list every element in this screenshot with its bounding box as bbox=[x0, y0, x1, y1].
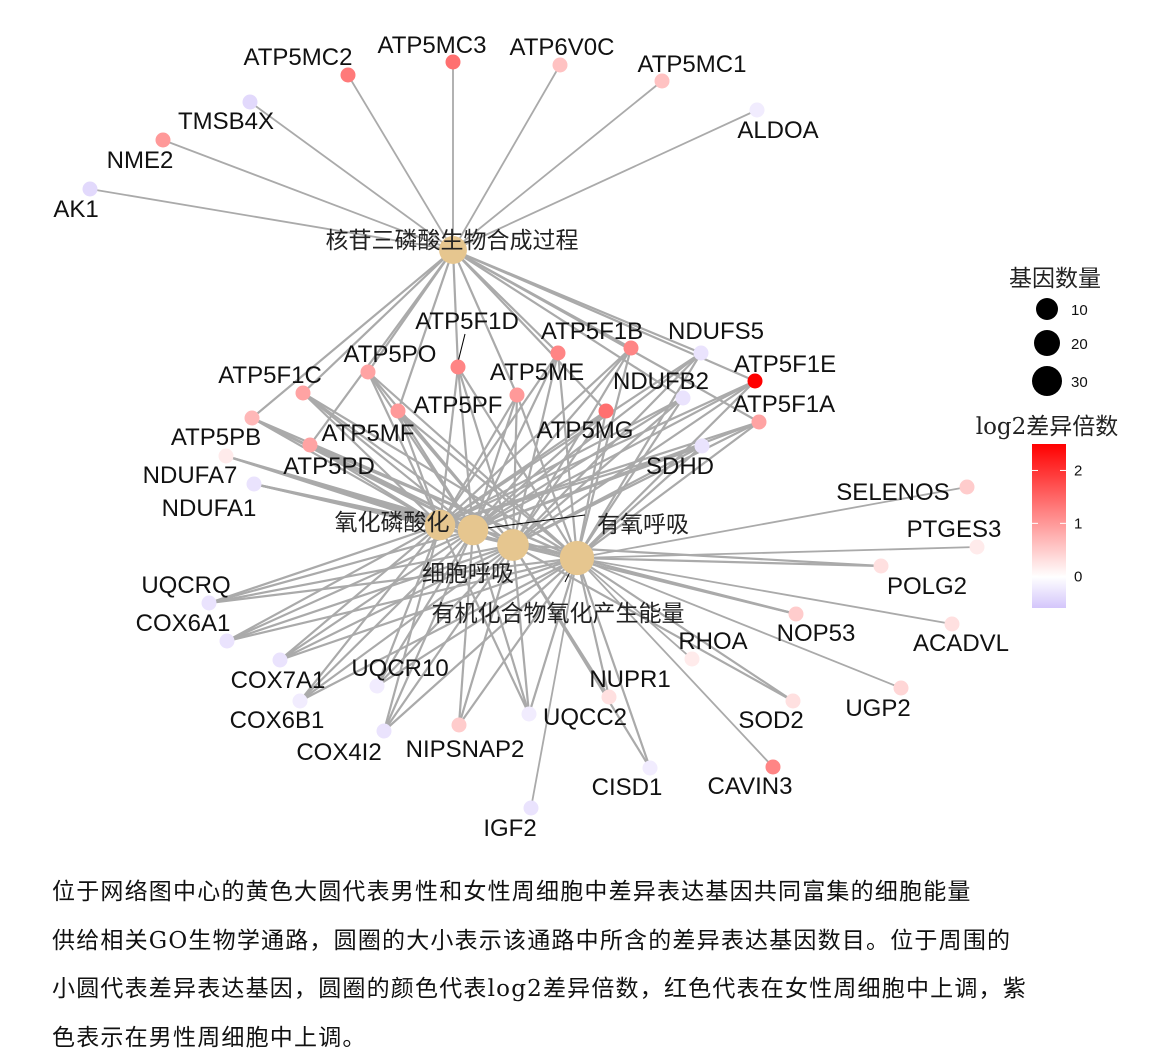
gene-label: UQCC2 bbox=[543, 704, 627, 731]
gene-label: ATP5F1C bbox=[218, 362, 322, 389]
gene-label: POLG2 bbox=[887, 573, 967, 600]
gene-label: NUPR1 bbox=[589, 666, 670, 693]
gene-node[interactable] bbox=[391, 404, 406, 419]
gene-label: SOD2 bbox=[738, 707, 803, 734]
color-legend-bar bbox=[1032, 444, 1066, 608]
caption-line: 供给相关GO生物学通路，圆圈的大小表示该通路中所含的差异表达基因数目。位于周围的 bbox=[52, 917, 1142, 966]
gene-label: ATP5MC2 bbox=[244, 44, 353, 71]
go-term-node[interactable] bbox=[497, 529, 529, 561]
gene-label: SELENOS bbox=[836, 479, 949, 506]
edge bbox=[577, 558, 773, 767]
gene-label: ATP5PD bbox=[283, 453, 375, 480]
go-term-node[interactable] bbox=[560, 541, 594, 575]
gene-label: ATP5MF bbox=[322, 420, 415, 447]
gene-node[interactable] bbox=[452, 718, 467, 733]
gene-label: NIPSNAP2 bbox=[406, 736, 525, 763]
gene-label: ATP6V0C bbox=[510, 34, 615, 61]
edge bbox=[348, 75, 453, 250]
size-legend-label: 10 bbox=[1071, 302, 1088, 319]
gene-node[interactable] bbox=[522, 707, 537, 722]
legend: 基因数量 10 20 30 log2差异倍数 0 1 2 bbox=[976, 266, 1119, 608]
go-term-label: 细胞呼吸 bbox=[422, 561, 514, 587]
gene-node[interactable] bbox=[303, 438, 318, 453]
size-legend-label: 30 bbox=[1071, 374, 1088, 391]
go-term-label: 有氧呼吸 bbox=[597, 512, 689, 538]
gene-node[interactable] bbox=[874, 559, 889, 574]
label-leader bbox=[458, 334, 465, 362]
gene-node[interactable] bbox=[156, 133, 171, 148]
gene-label: ATP5MC1 bbox=[638, 51, 747, 78]
caption-line: 位于网络图中心的黄色大圆代表男性和女性周细胞中差异表达基因共同富集的细胞能量 bbox=[52, 868, 1142, 917]
gene-node[interactable] bbox=[524, 801, 539, 816]
gene-label: IGF2 bbox=[483, 815, 536, 842]
gene-label: ATP5PB bbox=[171, 424, 261, 451]
gene-label: ATP5PF bbox=[414, 392, 503, 419]
gene-node[interactable] bbox=[894, 681, 909, 696]
color-tick-label: 2 bbox=[1074, 462, 1082, 479]
gene-label: ACADVL bbox=[913, 630, 1009, 657]
gene-label: UGP2 bbox=[845, 695, 910, 722]
gene-label: NDUFB2 bbox=[613, 368, 709, 395]
figure-caption: 位于网络图中心的黄色大圆代表男性和女性周细胞中差异表达基因共同富集的细胞能量 供… bbox=[52, 868, 1142, 1062]
gene-label: COX7A1 bbox=[231, 667, 326, 694]
gene-label: COX6B1 bbox=[230, 707, 325, 734]
gene-label: TMSB4X bbox=[178, 108, 274, 135]
color-legend-title: log2差异倍数 bbox=[976, 414, 1119, 440]
gene-node[interactable] bbox=[694, 346, 709, 361]
gene-label: ATP5PO bbox=[344, 341, 437, 368]
gene-label: UQCRQ bbox=[141, 572, 230, 599]
gene-label: ATP5MC3 bbox=[378, 32, 487, 59]
edge bbox=[453, 81, 662, 250]
gene-label: UQCR10 bbox=[351, 655, 448, 682]
gene-label: CISD1 bbox=[592, 774, 663, 801]
gene-label: CAVIN3 bbox=[708, 773, 793, 800]
gene-node[interactable] bbox=[273, 653, 288, 668]
gene-node[interactable] bbox=[960, 480, 975, 495]
gene-node[interactable] bbox=[377, 724, 392, 739]
gene-label: AK1 bbox=[53, 196, 98, 223]
gene-label: ATP5F1A bbox=[733, 391, 835, 418]
gene-label: ALDOA bbox=[737, 117, 818, 144]
size-legend-dot-20 bbox=[1034, 330, 1060, 356]
edge bbox=[577, 558, 881, 566]
gene-label: ATP5MG bbox=[537, 417, 634, 444]
go-term-label: 核苷三磷酸生物合成过程 bbox=[326, 228, 579, 254]
gene-node[interactable] bbox=[510, 388, 525, 403]
go-term-label: 有机化合物氧化产生能量 bbox=[432, 601, 685, 627]
gene-label: NME2 bbox=[107, 147, 174, 174]
gene-label: COX4I2 bbox=[296, 739, 381, 766]
gene-label: NDUFA7 bbox=[143, 462, 238, 489]
gene-label: COX6A1 bbox=[136, 610, 231, 637]
gene-label: ATP5F1E bbox=[734, 351, 836, 378]
edge bbox=[453, 65, 560, 250]
gene-label: NDUFA1 bbox=[162, 495, 257, 522]
gene-label: ATP5F1D bbox=[415, 308, 519, 335]
gene-node[interactable] bbox=[83, 182, 98, 197]
size-legend-label: 20 bbox=[1071, 336, 1088, 353]
gene-label: ATP5ME bbox=[490, 359, 584, 386]
gene-label: RHOA bbox=[678, 628, 747, 655]
gene-node[interactable] bbox=[750, 103, 765, 118]
size-legend-title: 基因数量 bbox=[1009, 266, 1101, 292]
go-term-label: 氧化磷酸化 bbox=[335, 510, 450, 536]
size-legend-dot-10 bbox=[1036, 298, 1058, 320]
size-legend-dot-30 bbox=[1032, 366, 1062, 396]
gene-node[interactable] bbox=[695, 439, 710, 454]
edge bbox=[209, 525, 440, 603]
gene-node[interactable] bbox=[451, 360, 466, 375]
go-term-node[interactable] bbox=[458, 515, 489, 546]
gene-label: ATP5F1B bbox=[541, 318, 643, 345]
gene-label: PTGES3 bbox=[907, 516, 1002, 543]
color-tick-label: 1 bbox=[1074, 515, 1082, 532]
caption-line: 小圆代表差异表达基因，圆圈的颜色代表log2差异倍数，红色代表在女性周细胞中上调… bbox=[52, 965, 1142, 1014]
gene-label: SDHD bbox=[646, 453, 714, 480]
caption-line: 色表示在男性周细胞中上调。 bbox=[52, 1014, 1142, 1062]
color-tick-label: 0 bbox=[1074, 568, 1082, 585]
gene-label: NOP53 bbox=[777, 620, 856, 647]
gene-node[interactable] bbox=[247, 477, 262, 492]
gene-label: NDUFS5 bbox=[668, 318, 764, 345]
